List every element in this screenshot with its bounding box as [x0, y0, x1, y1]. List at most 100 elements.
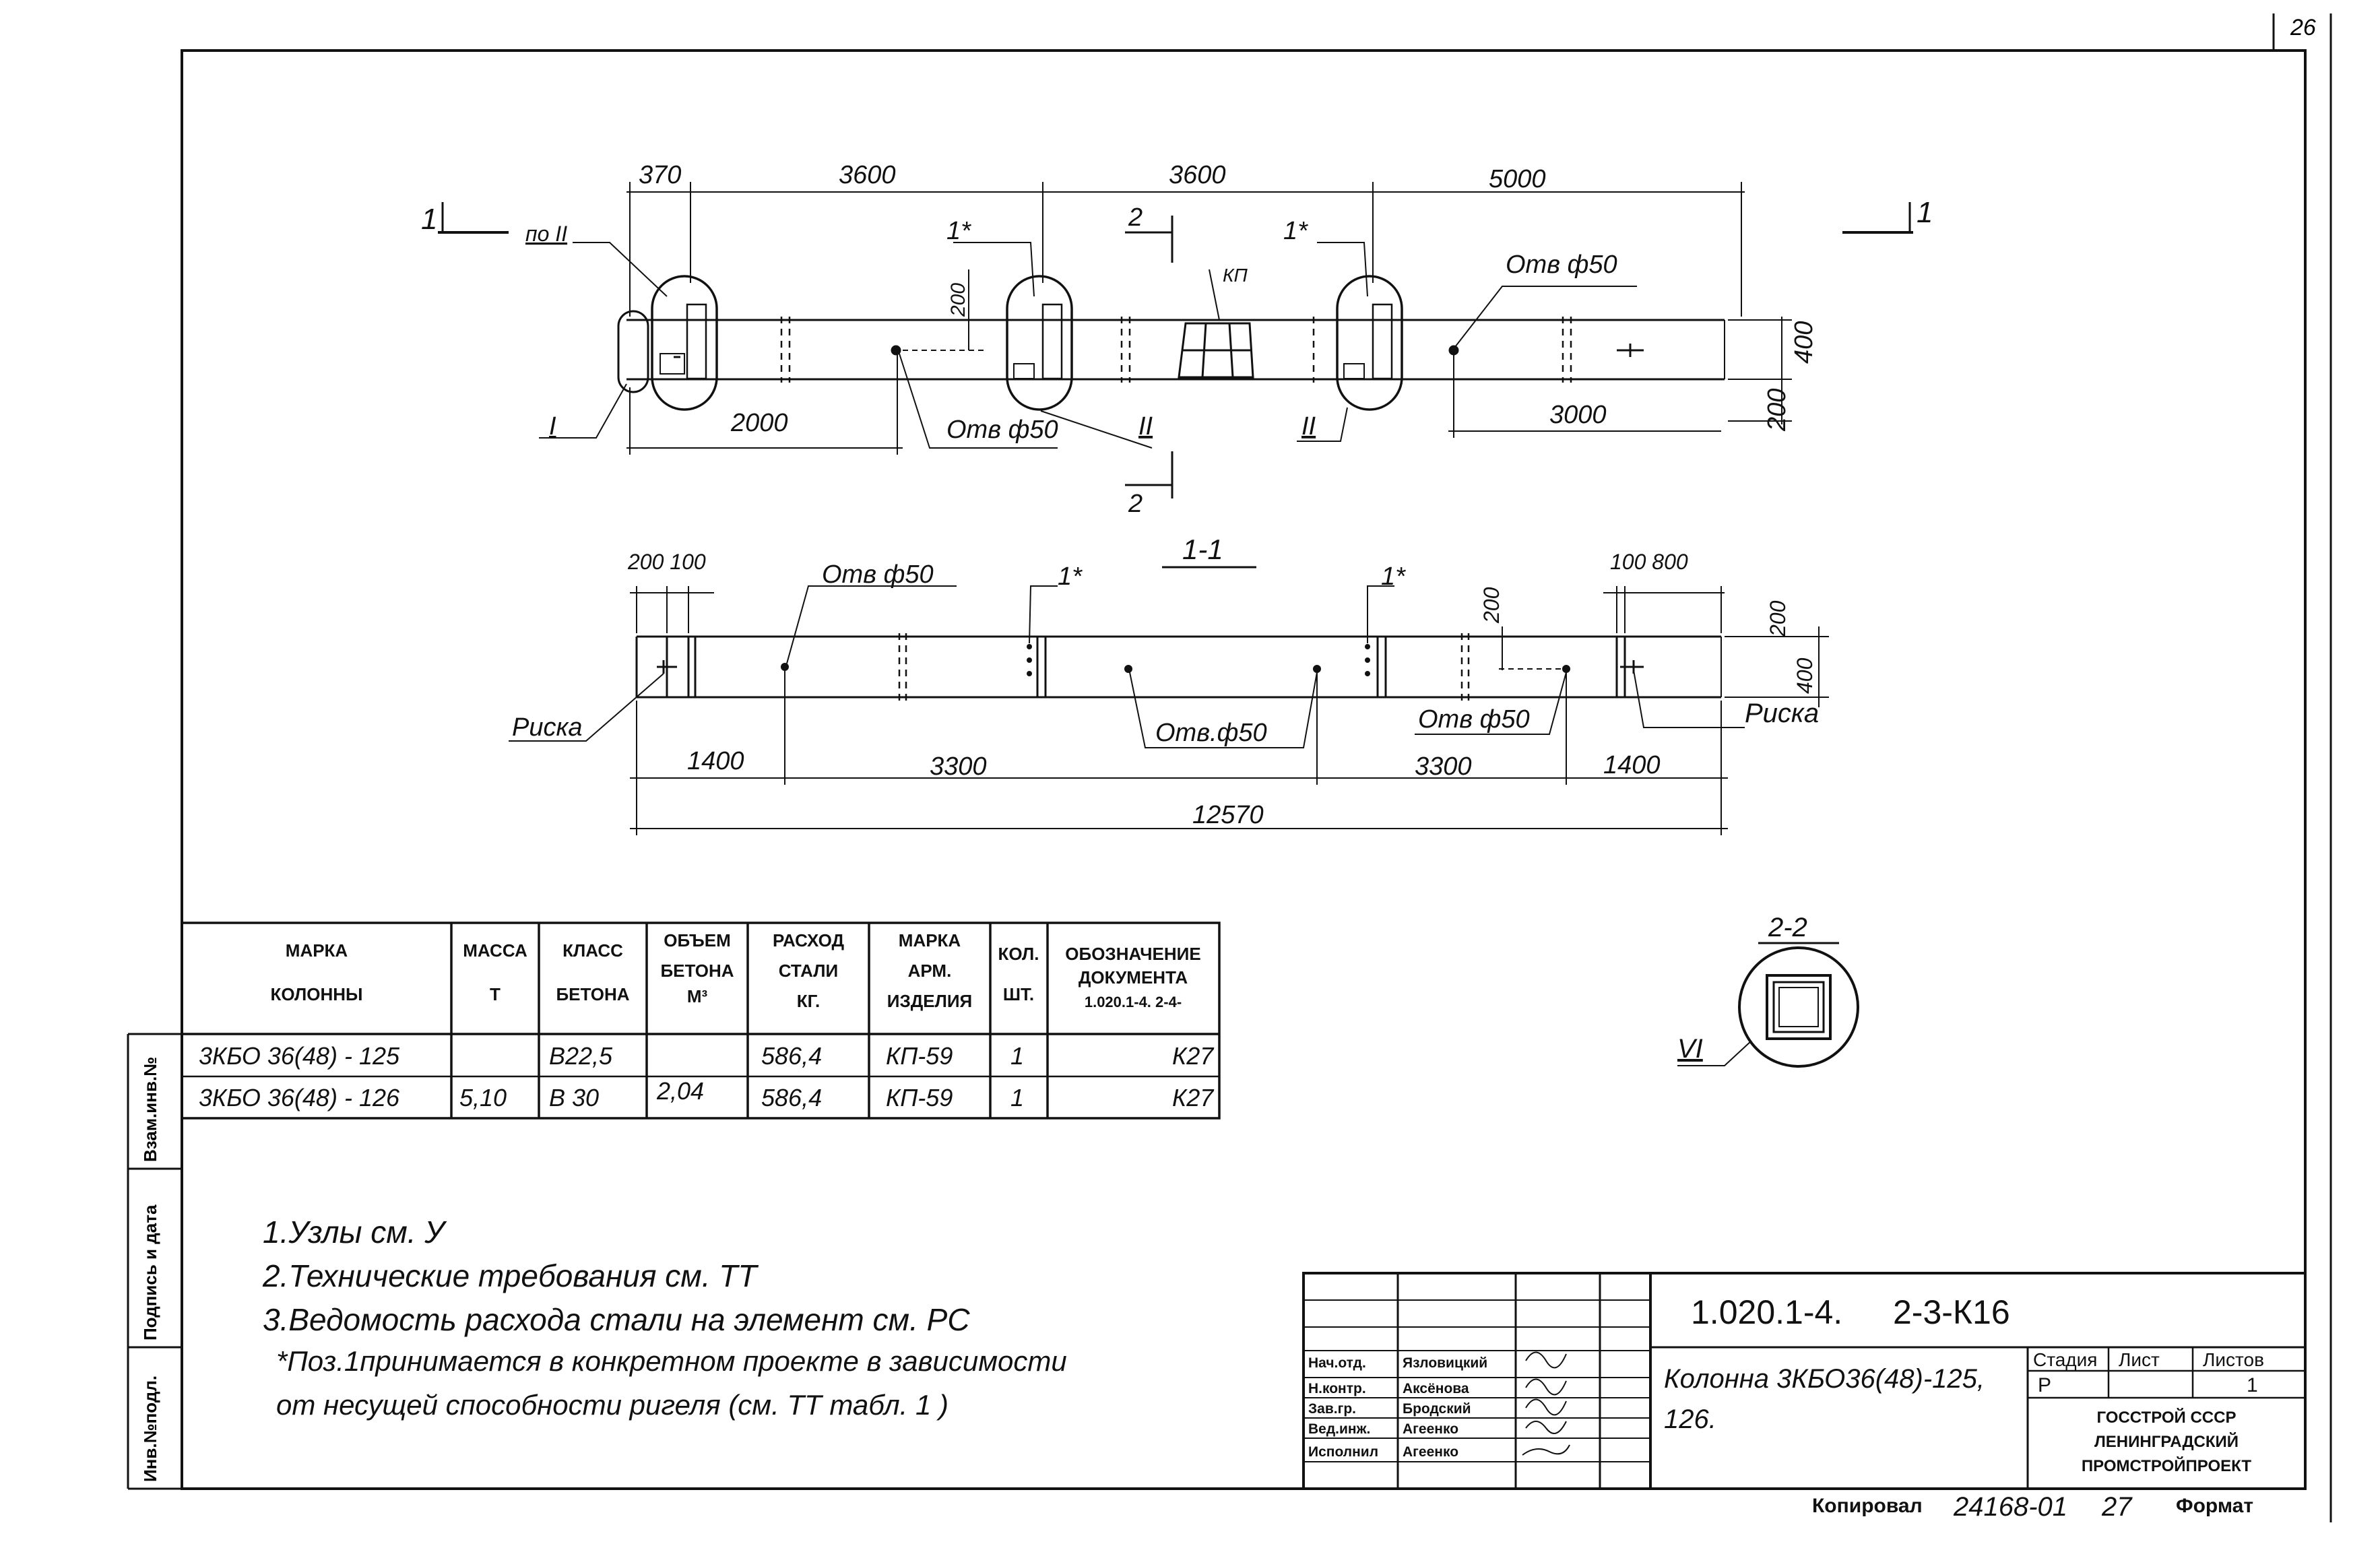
name-1: Аксёнова — [1403, 1381, 1469, 1396]
th-massa-1: МАССА — [463, 940, 527, 961]
name-0: Язловицкий — [1403, 1355, 1487, 1371]
org-2: ЛЕНИНГРАДСКИЙ — [2094, 1432, 2239, 1451]
dim-1400-b: 1400 — [1603, 751, 1661, 779]
th-volume-3: М³ — [687, 986, 708, 1006]
stage-label: Стадия — [2033, 1349, 2097, 1370]
hole-bottom-b: Отв ф50 — [1418, 705, 1530, 734]
org-3: ПРОМСТРОЙПРОЕКТ — [2082, 1456, 2251, 1475]
org-1: ГОССТРОЙ СССР — [2097, 1408, 2237, 1427]
section-1-1-view — [509, 566, 1829, 835]
title-block — [1302, 1272, 2307, 1490]
name-4: Агеенко — [1403, 1444, 1458, 1460]
th-doc-3: 1.020.1-4. 2-4- — [1085, 994, 1182, 1010]
section-2-bottom: 2 — [1128, 490, 1143, 518]
th-marka-2: КОЛОННЫ — [271, 984, 363, 1004]
sheet-code: 2-3-К16 — [1893, 1293, 2010, 1331]
hole-bottom-a: Отв.ф50 — [1155, 719, 1267, 747]
th-kol-2: ШТ. — [1003, 984, 1034, 1004]
footer: Копировал 24168-01 27 Формат — [1812, 1492, 2253, 1522]
th-marka-1: МАРКА — [286, 940, 348, 961]
dim-200-side: 200 — [1763, 389, 1791, 432]
role-4: Исполнил — [1308, 1444, 1378, 1460]
row2-klass: В 30 — [549, 1084, 599, 1111]
label-1star-section-a: 1* — [1058, 562, 1083, 591]
dim-1400-a: 1400 — [687, 747, 744, 775]
row1-steel: 586,4 — [761, 1042, 822, 1070]
row1-kol: 1 — [1010, 1042, 1024, 1070]
dims-200-100: 200 100 — [627, 550, 706, 574]
side-strip: Инв.№подл. Подпись и дата Взам.инв.№ — [140, 1057, 160, 1482]
title-block-roles: Нач.отд. Н.контр. Зав.гр. Вед.инж. Испол… — [1308, 1355, 1487, 1460]
dim-3300-a: 3300 — [930, 752, 987, 781]
row2-volume: 2,04 — [656, 1077, 704, 1105]
copied-label: Копировал — [1812, 1495, 1923, 1517]
page-no: 27 — [2101, 1492, 2133, 1522]
side-label-inv: Инв.№подл. — [140, 1376, 160, 1482]
hole-label-b: Отв ф50 — [1506, 251, 1617, 279]
row1-klass: В22,5 — [549, 1042, 613, 1070]
spec-table — [181, 922, 1221, 1120]
th-steel-2: СТАЛИ — [779, 961, 838, 981]
section-2-2-labels: 2-2 VI — [1677, 913, 1807, 1064]
doc-code: 1.020.1-4. — [1691, 1293, 1842, 1331]
dim-3600-a: 3600 — [839, 161, 896, 189]
row2-arm: КП-59 — [886, 1084, 953, 1111]
sheets-label: Листов — [2203, 1349, 2264, 1370]
dim-200-node: 200 — [947, 283, 969, 317]
section-1-left: 1 — [421, 203, 437, 236]
role-1: Н.контр. — [1308, 1381, 1366, 1396]
side-label-replace: Взам.инв.№ — [140, 1057, 160, 1162]
row1-arm: КП-59 — [886, 1042, 953, 1070]
label-I: I — [549, 412, 556, 441]
th-arm-2: АРМ. — [908, 961, 952, 981]
riska-left: Риска — [512, 713, 583, 742]
label-po-II: по II — [525, 222, 567, 246]
section-2-2-title: 2-2 — [1768, 913, 1807, 942]
section-2-top: 2 — [1128, 203, 1143, 232]
node-capsule-II-a — [1006, 275, 1073, 411]
top-view-labels: 370 3600 3600 5000 2000 3000 400 200 200… — [421, 161, 1933, 518]
th-volume-2: БЕТОНА — [660, 961, 734, 981]
role-2: Зав.гр. — [1308, 1401, 1356, 1417]
row2-doc: К27 — [1172, 1084, 1215, 1111]
table-rows: 3КБО 36(48) - 125 В22,5 586,4 КП-59 1 К2… — [199, 1042, 1215, 1111]
dims-100-800: 100 800 — [1610, 550, 1688, 574]
table-headers: МАРКА КОЛОННЫ МАССА Т КЛАСС БЕТОНА ОБЪЕМ… — [271, 930, 1201, 1011]
label-II-a: II — [1138, 412, 1153, 441]
th-klass-2: БЕТОНА — [556, 984, 629, 1004]
th-arm-3: ИЗДЕЛИЯ — [887, 991, 972, 1011]
note-5: от несущей способности ригеля (см. ТТ та… — [276, 1389, 948, 1421]
hole-label-a: Отв ф50 — [946, 416, 1058, 444]
name-2: Бродский — [1403, 1401, 1471, 1417]
label-II-b: II — [1301, 412, 1316, 441]
th-arm-1: МАРКА — [899, 930, 961, 950]
stage-value: Р — [2038, 1374, 2051, 1396]
dim-400-section: 400 — [1793, 657, 1817, 694]
th-steel-3: КГ. — [797, 991, 821, 1011]
role-3: Вед.инж. — [1308, 1421, 1370, 1437]
node-capsule-po-II — [651, 275, 718, 411]
row2-steel: 586,4 — [761, 1084, 822, 1111]
role-0: Нач.отд. — [1308, 1355, 1366, 1371]
dim-3000: 3000 — [1549, 401, 1607, 429]
section-2-2-view — [1677, 942, 1859, 1068]
dim-12570: 12570 — [1192, 801, 1264, 829]
label-kp: КП — [1223, 265, 1248, 286]
label-1star-section-b: 1* — [1381, 562, 1406, 591]
row2-kol: 1 — [1010, 1084, 1024, 1111]
order-no: 24168-01 — [1953, 1492, 2067, 1522]
dim-5000: 5000 — [1489, 165, 1546, 193]
dim-3600-b: 3600 — [1169, 161, 1226, 189]
label-1star-b: 1* — [1283, 217, 1308, 245]
th-massa-2: Т — [490, 984, 501, 1004]
label-1star-a: 1* — [946, 217, 971, 245]
th-volume-1: ОБЪЕМ — [664, 930, 731, 950]
note-1: 1.Узлы см. У — [263, 1215, 447, 1250]
dim-400-side: 400 — [1790, 321, 1818, 364]
row1-marka: 3КБО 36(48) - 125 — [199, 1042, 400, 1070]
dim-370: 370 — [639, 161, 681, 189]
name-3: Агеенко — [1403, 1421, 1458, 1437]
end-capsule-I — [617, 310, 649, 393]
title-block-texts: 1.020.1-4. 2-3-К16 Колонна 3КБО36(48)-12… — [1664, 1293, 2264, 1475]
